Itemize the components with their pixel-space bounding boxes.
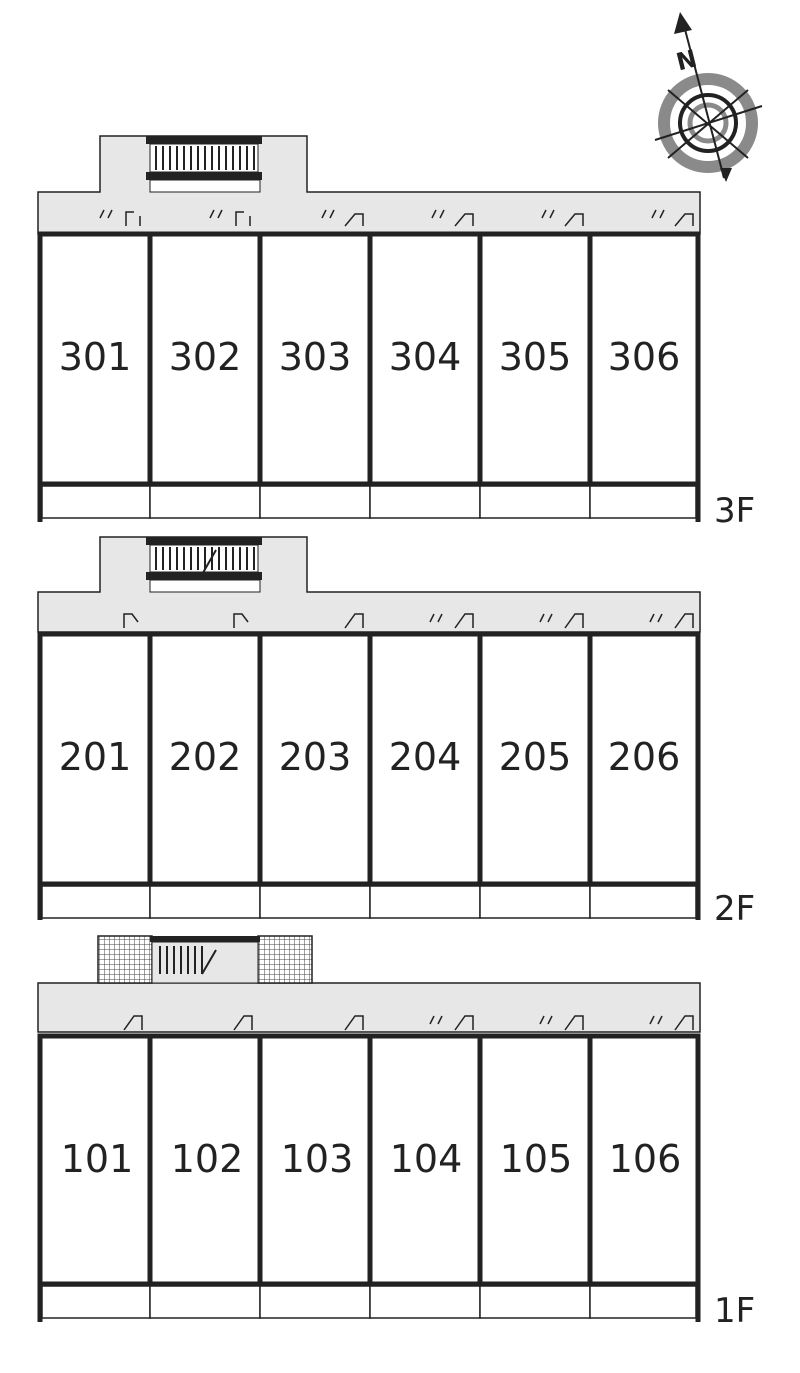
unit-106[interactable] <box>587 1033 701 1287</box>
unit-303[interactable] <box>257 231 373 487</box>
unit-204[interactable] <box>367 631 483 887</box>
unit-label: 203 <box>279 735 352 779</box>
staircase <box>146 136 262 193</box>
planter-right <box>257 935 313 984</box>
balconies-1f <box>37 1284 701 1322</box>
door-icons <box>123 1015 694 1031</box>
corridor <box>37 982 701 1033</box>
unit-label: 202 <box>169 735 242 779</box>
unit-104[interactable] <box>367 1033 483 1287</box>
unit-305[interactable] <box>477 231 593 487</box>
staircase <box>150 936 260 984</box>
floor-label: 3F <box>714 491 755 531</box>
unit-301[interactable] <box>37 231 153 487</box>
door-icons <box>123 613 694 629</box>
balconies-2f <box>37 884 701 920</box>
unit-201[interactable] <box>37 631 153 887</box>
unit-label: 105 <box>500 1137 573 1181</box>
floor-label: 1F <box>714 1291 755 1331</box>
balconies-3f <box>37 484 701 522</box>
unit-105[interactable] <box>477 1033 593 1287</box>
compass-north-label: N <box>673 44 699 76</box>
corridor <box>37 536 701 633</box>
unit-102[interactable] <box>147 1033 263 1287</box>
unit-304[interactable] <box>367 231 483 487</box>
unit-labels-1f: 101 102 103 104 105 106 <box>61 1137 682 1181</box>
unit-label: 101 <box>61 1137 134 1181</box>
unit-306[interactable] <box>587 231 701 487</box>
floor-1f: 101 102 103 104 105 106 1F <box>37 935 755 1331</box>
unit-202[interactable] <box>147 631 263 887</box>
unit-label: 104 <box>390 1137 463 1181</box>
unit-label: 305 <box>499 335 572 379</box>
unit-label: 103 <box>281 1137 354 1181</box>
unit-label: 302 <box>169 335 242 379</box>
staircase <box>146 537 262 593</box>
planter-left <box>97 935 153 984</box>
corridor <box>37 135 701 235</box>
units-1f <box>37 1033 701 1287</box>
unit-label: 304 <box>389 335 462 379</box>
unit-labels-3f: 301 302 303 304 305 306 <box>59 335 681 379</box>
unit-label: 301 <box>59 335 132 379</box>
unit-label: 205 <box>499 735 572 779</box>
unit-labels-2f: 201 202 203 204 205 206 <box>59 735 681 779</box>
units-2f <box>37 631 701 887</box>
unit-302[interactable] <box>147 231 263 487</box>
compass-icon: N <box>654 12 763 182</box>
unit-label: 204 <box>389 735 462 779</box>
unit-label: 306 <box>608 335 681 379</box>
units-3f <box>37 231 701 487</box>
door-icons <box>99 209 694 227</box>
unit-101[interactable] <box>37 1033 153 1287</box>
unit-label: 102 <box>171 1137 244 1181</box>
unit-label: 303 <box>279 335 352 379</box>
floor-3f: 301 302 303 304 305 306 3F <box>37 135 755 531</box>
unit-205[interactable] <box>477 631 593 887</box>
unit-label: 201 <box>59 735 132 779</box>
unit-206[interactable] <box>587 631 701 887</box>
floor-2f: 201 202 203 204 205 206 2F <box>37 536 755 929</box>
unit-label: 106 <box>609 1137 682 1181</box>
floor-label: 2F <box>714 889 755 929</box>
unit-103[interactable] <box>257 1033 373 1287</box>
unit-label: 206 <box>608 735 681 779</box>
